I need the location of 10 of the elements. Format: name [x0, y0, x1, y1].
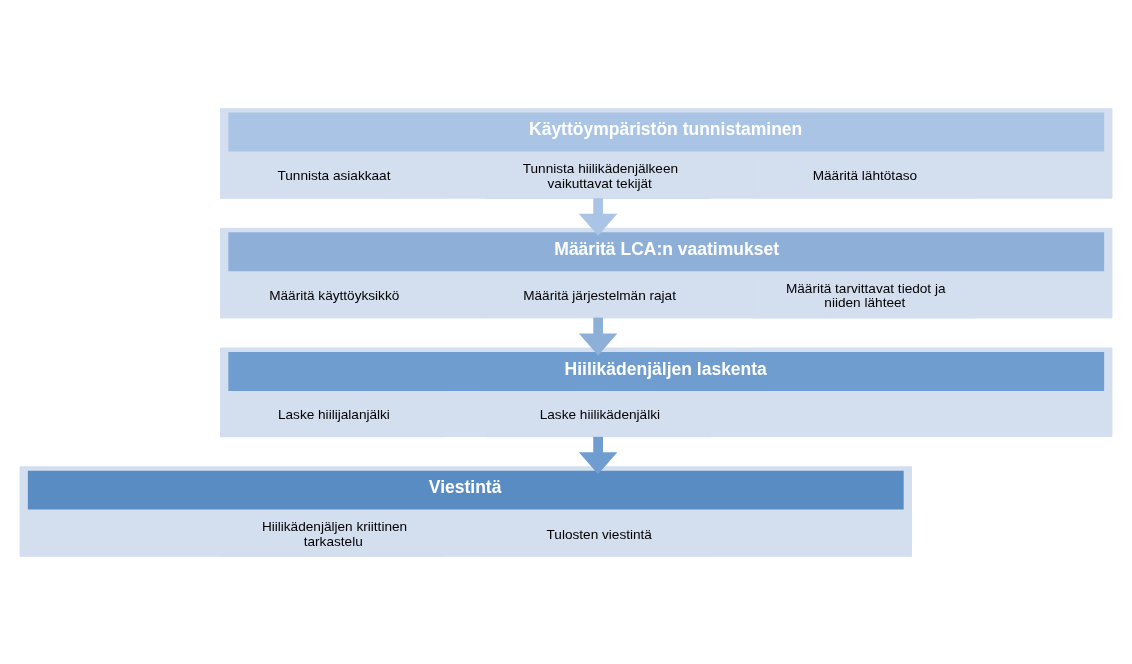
arrow	[578, 197, 618, 236]
arrow	[578, 436, 618, 474]
node-text: Laske hiilijalanjälki	[277, 406, 390, 422]
node-text: Määritä järjestelmän rajat	[523, 287, 676, 303]
node-text: Tunnista asiakkaat	[277, 167, 391, 183]
node-text: Määritä käyttöyksikkö	[269, 287, 400, 303]
node-text: Määritä lähtötaso	[812, 167, 918, 183]
arrow	[578, 317, 618, 355]
node-text: Laske hiilikädenjälki	[539, 406, 661, 422]
node-text: Tulosten viestintä	[546, 526, 652, 542]
